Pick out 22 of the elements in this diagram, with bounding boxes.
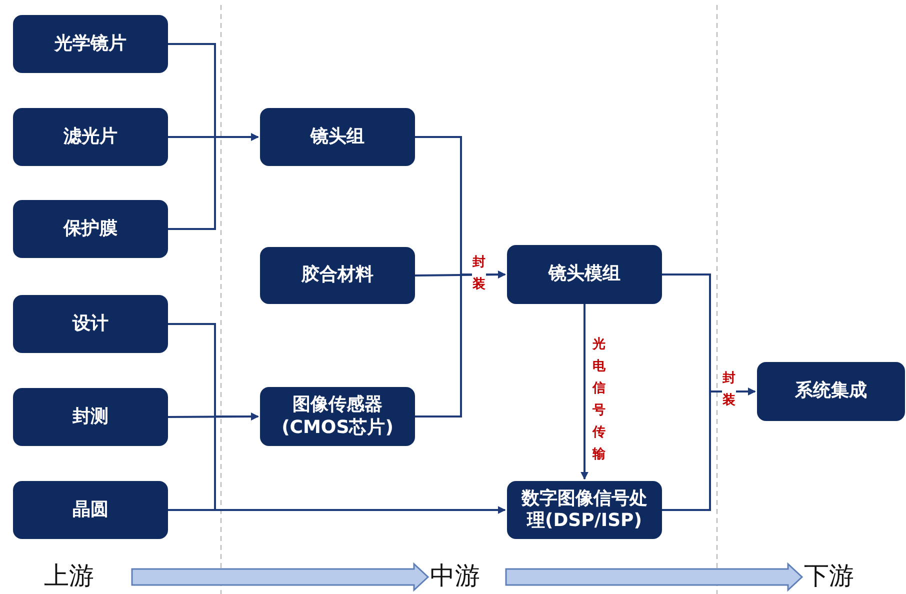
- process-box: 封测: [13, 388, 168, 446]
- process-box: 系统集成: [757, 362, 905, 421]
- stage-label: 中游: [430, 563, 480, 588]
- arrow: [662, 388, 756, 511]
- arrow: [415, 270, 506, 418]
- process-box: 镜头模组: [507, 245, 662, 304]
- arrow: [168, 133, 259, 230]
- arrow: [168, 506, 506, 514]
- stage-label: 下游: [804, 563, 854, 588]
- process-box: 图像传感器 (CMOS芯片): [260, 387, 415, 446]
- process-box: 滤光片: [13, 108, 168, 166]
- block-arrow: [131, 562, 430, 592]
- process-box: 设计: [13, 295, 168, 353]
- block-arrow: [505, 562, 804, 592]
- arrow: [580, 304, 588, 480]
- process-box: 保护膜: [13, 200, 168, 258]
- process-box: 镜头组: [260, 108, 415, 166]
- process-box: 胶合材料: [260, 247, 415, 304]
- stage-label: 上游: [44, 563, 94, 588]
- process-box: 晶圆: [13, 481, 168, 539]
- process-box: 数字图像信号处理(DSP/ISP): [507, 481, 662, 539]
- process-box: 光学镜片: [13, 15, 168, 73]
